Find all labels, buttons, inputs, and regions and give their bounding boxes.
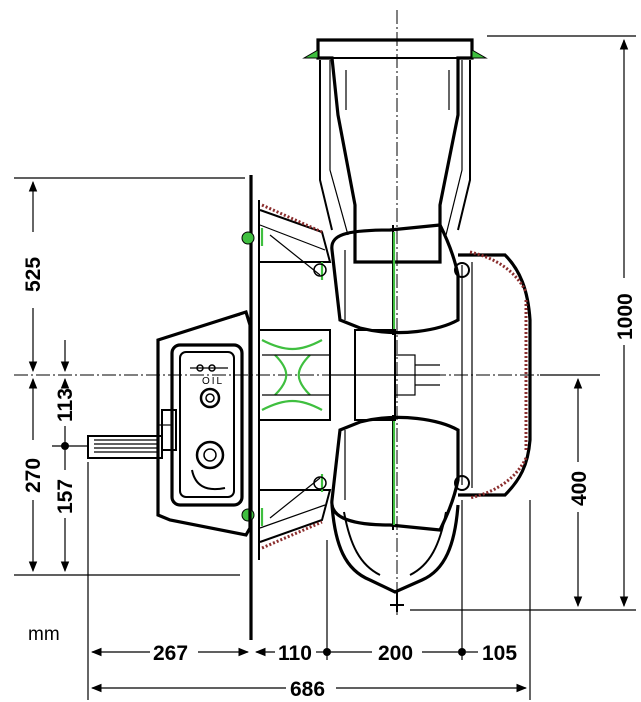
oil-label: OIL [202, 376, 224, 387]
unit-label: mm [28, 624, 60, 645]
input-shaft [87, 435, 163, 459]
inlet-duct [302, 38, 488, 264]
center-lines [14, 10, 600, 615]
dim-1000: 1000 [614, 38, 637, 608]
dim-label-270: 270 [22, 458, 45, 493]
impeller-block [330, 329, 440, 421]
dim-label-200: 200 [378, 642, 413, 665]
dim-270: 270 [22, 377, 45, 573]
upper-guard [259, 203, 332, 280]
dim-400: 400 [568, 377, 591, 608]
dim-label-113: 113 [54, 388, 77, 422]
dim-686: 686 [90, 678, 528, 701]
dim-525: 525 [22, 180, 45, 373]
fan-housing-lower [330, 415, 460, 532]
dim-105: 105 [466, 642, 517, 665]
dim-157: 157 [54, 442, 77, 573]
gearbox: OIL [156, 309, 252, 537]
dim-200: 200 [331, 642, 466, 665]
dim-267: 267 [90, 642, 250, 665]
dim-label-686: 686 [290, 678, 325, 701]
dim-110: 110 [254, 642, 331, 665]
dim-label-400: 400 [568, 471, 591, 506]
outlet-bowl [330, 504, 460, 612]
dim-113: 113 [54, 340, 77, 446]
dim-label-267: 267 [153, 642, 188, 665]
dim-label-157: 157 [54, 479, 77, 514]
dim-label-110: 110 [278, 642, 312, 665]
hub-housing [260, 329, 331, 421]
extension-lines [14, 35, 636, 700]
dim-label-105: 105 [482, 642, 517, 665]
lower-guard [259, 474, 332, 550]
dim-label-525: 525 [22, 257, 45, 292]
fan-machine: OIL [87, 38, 532, 640]
rear-guard [454, 250, 532, 500]
dim-label-1000: 1000 [614, 293, 637, 340]
